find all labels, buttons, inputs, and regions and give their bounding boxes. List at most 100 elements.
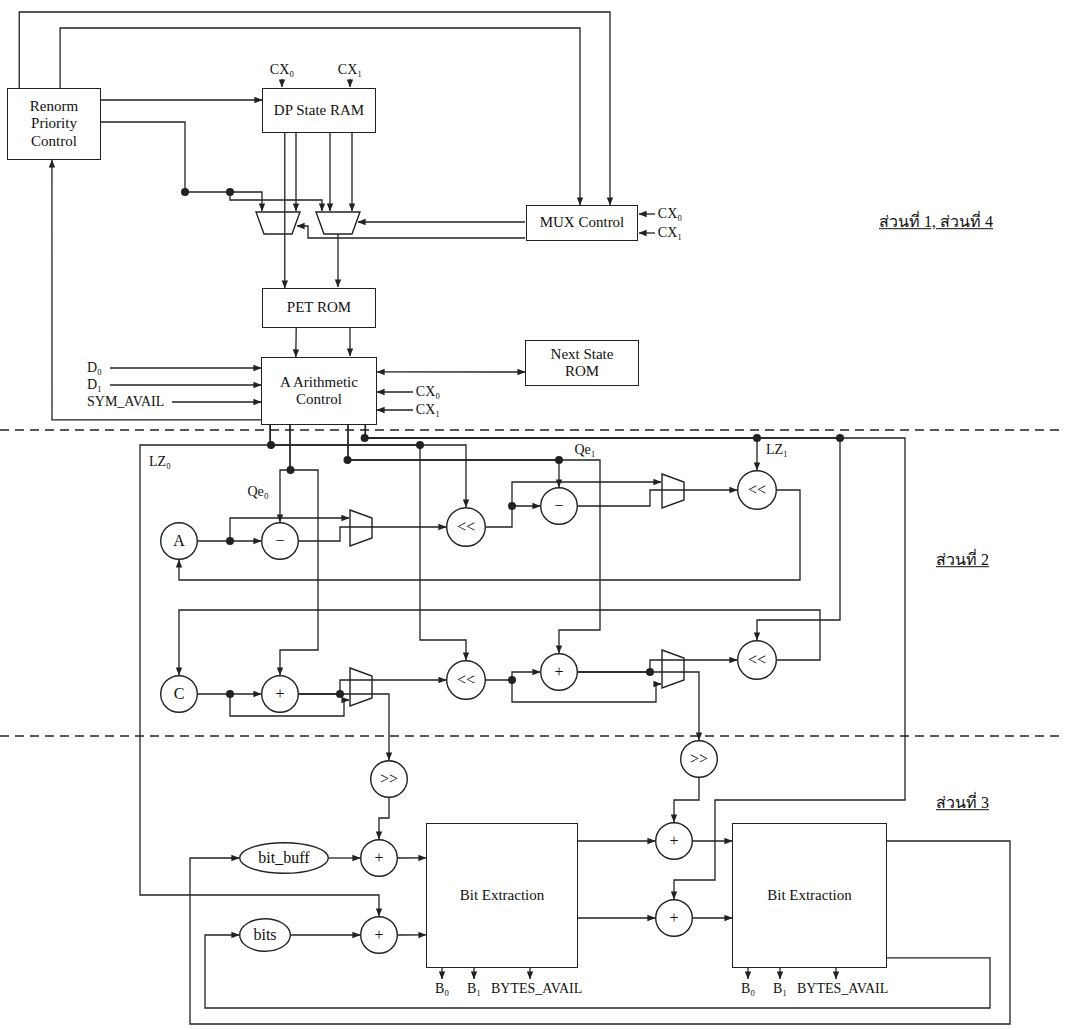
node-text: + bbox=[669, 832, 678, 850]
shifter-circle: << bbox=[446, 507, 486, 547]
signal-wire bbox=[101, 99, 262, 100]
wire bbox=[100, 122, 262, 211]
output-signal: B₀ bbox=[740, 981, 756, 996]
section-divider bbox=[0, 429, 1065, 430]
operator-circle: + bbox=[360, 839, 398, 877]
shifter-circle: >> bbox=[370, 760, 408, 798]
multiplexer-symbol bbox=[662, 474, 684, 508]
signal-wire bbox=[19, 12, 610, 205]
control-box: Renorm Priority Control bbox=[7, 88, 101, 160]
node-text: − bbox=[275, 532, 284, 550]
wire bbox=[172, 401, 261, 402]
register-circle: C bbox=[160, 675, 198, 713]
wire bbox=[779, 968, 780, 979]
signal-wire bbox=[140, 425, 379, 916]
node-outline bbox=[361, 840, 398, 877]
node-text: A Arithmetic Control bbox=[268, 374, 370, 409]
node-text: + bbox=[275, 685, 284, 703]
signal-wire bbox=[486, 672, 540, 680]
multiplexer-symbol bbox=[316, 212, 360, 234]
output-signal: B₁ bbox=[772, 981, 788, 996]
signal-wire bbox=[693, 917, 732, 918]
memory-box: Next State ROM bbox=[525, 340, 639, 386]
signal-name: Qe₀ bbox=[246, 484, 269, 499]
node-text: MUX Control bbox=[540, 214, 625, 231]
signal-wire bbox=[578, 917, 655, 918]
output-signal: BYTES_AVAIL bbox=[796, 981, 889, 996]
register-ellipse: bits bbox=[239, 918, 291, 952]
operator-circle: + bbox=[655, 899, 693, 937]
node-text: − bbox=[554, 497, 563, 515]
control-box: MUX Control bbox=[526, 205, 638, 241]
signal-name: LZ₁ bbox=[765, 442, 789, 457]
operator-circle: + bbox=[360, 916, 398, 954]
signal-name: D₁ bbox=[86, 377, 103, 392]
node-outline bbox=[240, 843, 329, 874]
wire bbox=[835, 968, 836, 979]
wire bbox=[747, 968, 748, 979]
output-signal: B₀ bbox=[434, 981, 450, 996]
signal-wire bbox=[52, 160, 261, 420]
shifter-circle: << bbox=[737, 640, 777, 680]
signal-wire bbox=[198, 693, 261, 694]
signal-wire bbox=[179, 490, 800, 580]
node-text: A bbox=[173, 532, 185, 550]
node-outline bbox=[262, 676, 299, 713]
node-text: >> bbox=[380, 770, 398, 788]
signal-wire bbox=[674, 778, 699, 822]
register-circle: A bbox=[160, 522, 198, 560]
signal-wire bbox=[365, 425, 757, 470]
node-outline bbox=[161, 523, 198, 560]
signal-wire bbox=[486, 506, 540, 527]
signal-name: CX₁ bbox=[415, 402, 441, 417]
operator-circle: − bbox=[540, 487, 578, 525]
signal-wire bbox=[348, 425, 559, 487]
wire bbox=[110, 367, 261, 368]
operator-circle: + bbox=[261, 675, 299, 713]
wire bbox=[639, 232, 655, 233]
signal-wire bbox=[578, 672, 699, 740]
wire bbox=[110, 384, 261, 385]
node-text: + bbox=[374, 849, 383, 867]
memory-box: PET ROM bbox=[262, 288, 376, 328]
signal-wire bbox=[198, 540, 261, 541]
node-text: + bbox=[669, 909, 678, 927]
signal-wire bbox=[299, 527, 446, 541]
process-box: Bit Extraction bbox=[732, 823, 887, 968]
node-outline bbox=[681, 741, 718, 778]
signal-wire bbox=[398, 857, 426, 858]
wire bbox=[512, 680, 661, 702]
signal-name: CX₀ bbox=[657, 206, 683, 221]
node-outline bbox=[656, 900, 693, 937]
multiplexer-symbol bbox=[350, 510, 372, 546]
signal-name: Qe₁ bbox=[573, 442, 596, 457]
signal-name: CX₀ bbox=[415, 384, 441, 399]
node-outline bbox=[738, 471, 777, 510]
node-text: << bbox=[748, 481, 766, 499]
signal-name: D₀ bbox=[86, 360, 103, 375]
node-text: bit_buff bbox=[258, 849, 309, 867]
node-text: Bit Extraction bbox=[767, 887, 852, 904]
signal-wire bbox=[365, 425, 840, 640]
shifter-circle: >> bbox=[680, 740, 718, 778]
node-outline bbox=[447, 661, 486, 700]
signal-name: CX₀ bbox=[269, 62, 295, 77]
shifter-circle: << bbox=[446, 660, 486, 700]
junction-dot bbox=[226, 188, 234, 196]
node-text: + bbox=[554, 663, 563, 681]
operator-circle: − bbox=[261, 522, 299, 560]
node-text: PET ROM bbox=[287, 299, 351, 316]
node-text: Next State ROM bbox=[532, 346, 632, 381]
signal-wire bbox=[284, 133, 285, 288]
wire bbox=[639, 213, 655, 214]
node-outline bbox=[541, 488, 578, 525]
node-text: DP State RAM bbox=[274, 102, 364, 119]
wire bbox=[349, 79, 350, 87]
wire bbox=[351, 133, 352, 211]
operator-circle: + bbox=[540, 653, 578, 691]
node-outline bbox=[738, 641, 777, 680]
signal-wire bbox=[578, 490, 737, 506]
wire bbox=[281, 79, 282, 87]
node-text: << bbox=[457, 671, 475, 689]
signal-wire bbox=[578, 840, 655, 841]
